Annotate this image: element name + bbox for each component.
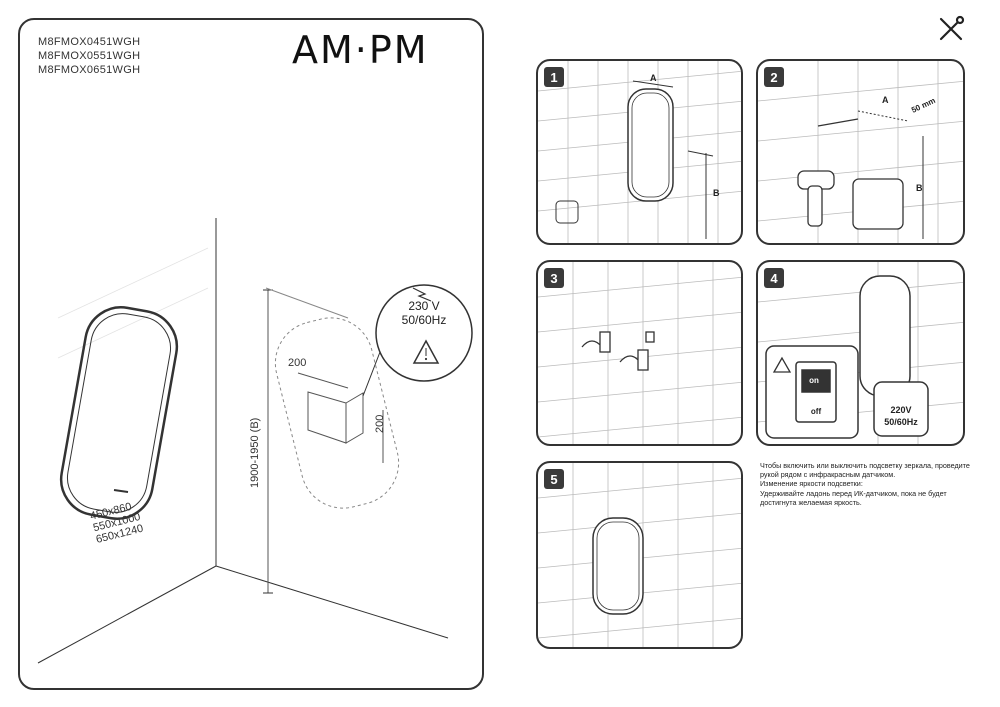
switch-on-label: on bbox=[809, 376, 819, 385]
step-5-panel: 5 bbox=[536, 461, 743, 649]
step-2-panel: 2 A 50 mm B bbox=[756, 59, 965, 245]
sensor-instructions: Чтобы включить или выключить подсветку з… bbox=[760, 461, 970, 507]
model-code: M8FMOX0551WGH bbox=[38, 50, 141, 62]
model-code: M8FMOX0651WGH bbox=[38, 64, 141, 76]
step-number: 2 bbox=[764, 67, 784, 87]
step-number: 1 bbox=[544, 67, 564, 87]
height-range-label: 1900-1950 (B) bbox=[249, 418, 261, 488]
overview-card bbox=[18, 18, 484, 690]
dim-a: A bbox=[882, 95, 889, 105]
instruction-line: Изменение яркости подсветки: bbox=[760, 479, 863, 489]
callout-voltage: 230 V bbox=[408, 299, 439, 313]
tools-icon bbox=[939, 15, 965, 41]
step-2-drawing: A 50 mm B bbox=[758, 61, 963, 243]
dim-b: B bbox=[713, 188, 720, 198]
spacing-label: 50 mm bbox=[910, 96, 937, 115]
voltage-label: 220V bbox=[890, 405, 911, 415]
instruction-line: Удерживайте ладонь перед ИК-датчиком, по… bbox=[760, 488, 947, 507]
step-number: 5 bbox=[544, 469, 564, 489]
width-offset-label: 200 bbox=[288, 357, 306, 369]
callout-frequency: 50/60Hz bbox=[402, 313, 447, 327]
instruction-line: Чтобы включить или выключить подсветку з… bbox=[760, 461, 970, 480]
frequency-label: 50/60Hz bbox=[884, 417, 918, 427]
step-3-panel: 3 bbox=[536, 260, 743, 446]
switch-off-label: off bbox=[811, 407, 822, 416]
model-code: M8FMOX0451WGH bbox=[38, 36, 141, 48]
step-5-drawing bbox=[538, 463, 741, 647]
step-4-drawing: on off 220V 50/60Hz bbox=[758, 262, 963, 444]
dim-b: B bbox=[916, 183, 923, 193]
brand-logo: AM·PM bbox=[292, 28, 429, 72]
room-corner-drawing: 1900-1950 (B) 200 200 230 V 50/60Hz bbox=[37, 218, 473, 664]
step-number: 4 bbox=[764, 268, 784, 288]
step-3-drawing bbox=[538, 262, 741, 444]
step-4-panel: 4 on off 220V 50/60Hz bbox=[756, 260, 965, 446]
step-1-panel: 1 A B bbox=[536, 59, 743, 245]
step-1-drawing: A B bbox=[538, 61, 741, 243]
dim-a: A bbox=[650, 73, 657, 83]
step-number: 3 bbox=[544, 268, 564, 288]
height-offset-label: 200 bbox=[374, 415, 386, 433]
